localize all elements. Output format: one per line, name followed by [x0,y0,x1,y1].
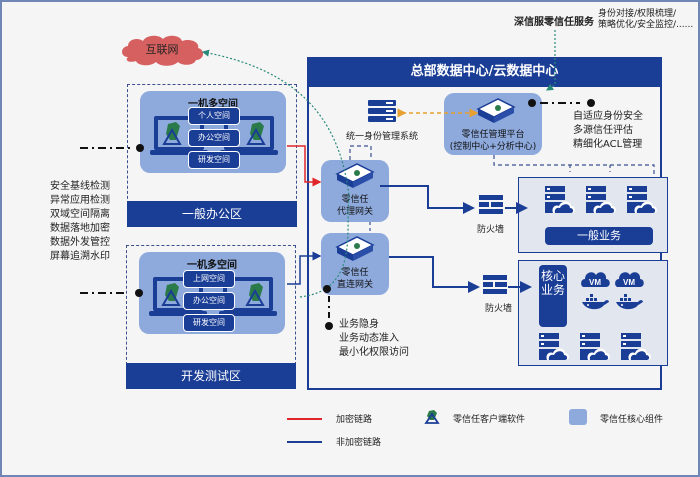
identity-system-label: 统一身份管理系统 [346,132,419,142]
legend-client-label: 零信任客户端软件 [453,415,526,425]
legend-core-swatch [569,409,587,425]
server-cloud-icon [586,186,616,213]
vm-label: VM [589,278,601,287]
legend-encrypted-label: 加密链路 [336,415,373,425]
service-details: 身份对接/权限梳理/ 策略优化/安全监控/...... [598,9,693,31]
direct-gateway-label: 零信任 直连网关 [321,267,389,291]
direct-gateway-sub: 直连网关 [336,280,373,290]
client-agent-icon [424,410,440,424]
client-agent-icon [161,283,181,306]
container-icon [582,294,609,310]
firewall-label: 防火墙 [485,304,513,314]
proxy-gateway-sub: 代理网关 [336,207,373,217]
gateway-device-icon [476,98,516,123]
proxy-gateway-name: 零信任 [341,195,369,205]
proxy-gateway-label: 零信任 代理网关 [321,194,389,218]
legend-unencrypted-label: 非加密链路 [336,438,382,448]
container-icon [616,294,643,310]
server-cloud-icon [621,333,651,360]
firewall-icon [483,275,507,294]
firewall-label: 防火墙 [477,225,505,235]
server-cloud-icon [580,333,610,360]
feature-item: 屏幕追溯水印 [50,251,110,262]
internet-label: 互联网 [145,43,179,56]
vm-label: VM [623,278,635,287]
server-cloud-icon [545,186,575,213]
space-button[interactable]: 研发空间 [188,151,240,169]
server-cloud-icon [627,186,657,213]
feature-item: 双域空间隔离 [50,209,110,220]
feature-item: 异常应用检测 [50,195,110,206]
space-button[interactable]: 上网空间 [183,270,235,288]
datacenter-title: 总部数据中心/云数据中心 [307,57,662,87]
direct-gateway-name: 零信任 [341,268,369,278]
gateway-device-icon [335,236,375,261]
office-zone-label: 一般办公区 [127,201,297,227]
legend-unencrypted-line [287,441,322,443]
devtest-zone-label: 开发测试区 [126,363,296,389]
gateway-device-icon [335,163,375,188]
feature-item: 最小化权限访问 [339,347,409,358]
server-icon [368,100,396,122]
internet-cloud-icon [122,35,204,66]
multispace-title: 一机多空间 [187,260,237,271]
mgmt-platform-sub: (控制中心+分析中心) [449,142,537,152]
feature-item: 自适应身份安全 [573,111,643,122]
vm-cloud-icon: VM [581,272,610,287]
server-cloud-icon [539,333,569,360]
space-button[interactable]: 办公空间 [188,129,240,147]
service-title: 深信服零信任服务 [514,17,594,28]
service-detail-line: 身份对接/权限梳理/ [598,9,677,19]
service-detail-line: 策略优化/安全监控/...... [598,20,694,30]
feature-item: 精细化ACL管理 [573,139,643,150]
endpoint-features: 安全基线检测 异常应用检测 双域空间隔离 数据落地加密 数据外发管控 屏幕追溯水… [50,180,110,264]
feature-item: 数据落地加密 [50,223,110,234]
platform-features: 自适应身份安全 多源信任评估 精细化ACL管理 [573,110,643,152]
feature-item: 业务隐身 [339,319,379,330]
firewall-icon [479,195,503,214]
feature-item: 安全基线检测 [50,181,110,192]
legend-core-label: 零信任核心组件 [600,415,664,425]
feature-item: 多源信任评估 [573,125,633,136]
mgmt-platform-name: 零信任管理平台 [461,130,525,140]
vm-cloud-icon: VM [615,272,644,287]
space-button[interactable]: 办公空间 [183,292,235,310]
core-business-label[interactable]: 核心业务 [539,265,567,327]
gateway-features: 业务隐身 业务动态准入 最小化权限访问 [339,318,409,360]
feature-item: 业务动态准入 [339,333,399,344]
mgmt-platform-label: 零信任管理平台 (控制中心+分析中心) [444,129,542,153]
legend-encrypted-line [287,418,322,420]
client-agent-icon [162,122,182,145]
space-button[interactable]: 研发空间 [183,314,235,332]
general-business-label[interactable]: 一般业务 [545,227,653,245]
space-button[interactable]: 个人空间 [188,107,240,125]
feature-item: 数据外发管控 [50,237,110,248]
